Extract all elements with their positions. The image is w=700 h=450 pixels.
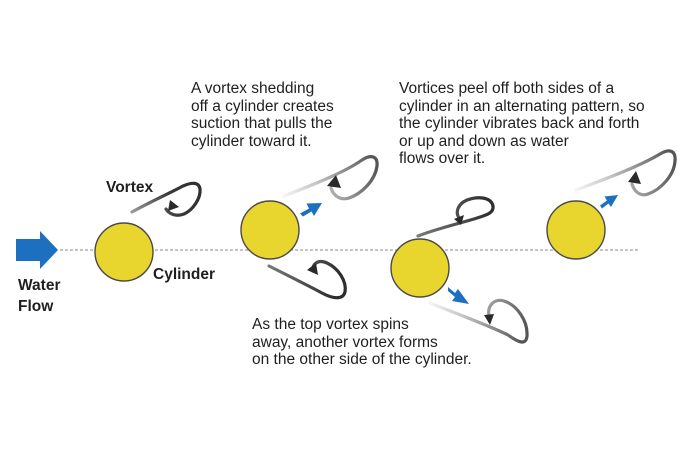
cylinder-3 [390, 238, 450, 298]
vortex-spiral-icon [267, 259, 347, 300]
pull-arrow-icon [448, 287, 469, 304]
cylinder-4 [546, 200, 606, 260]
pull-arrow-icon [300, 203, 322, 217]
vortex-spiral-icon [282, 155, 379, 201]
cylinder-2 [240, 200, 300, 260]
vortex-rotation-arrowhead-icon [484, 314, 494, 325]
caption-spins-away: As the top vortex spins away, another vo… [252, 316, 472, 368]
vortex-rotation-arrowhead-icon [454, 215, 464, 225]
water-flow-arrow-icon [16, 231, 58, 269]
vortex-spiral-icon [574, 149, 677, 197]
vortex-spiral-icon [416, 196, 495, 238]
caption-suction: A vortex shedding off a cylinder creates… [191, 80, 334, 150]
vortex-rotation-arrowhead-icon [327, 175, 341, 188]
cylinder-1 [94, 222, 154, 282]
vortex-spiral-icon [130, 181, 202, 217]
caption-alternating-pattern: Vortices peel off both sides of a cylind… [399, 80, 645, 167]
vortex-label: Vortex [106, 179, 154, 196]
vortex-spiral-icon [428, 298, 529, 344]
pull-arrow-icon [600, 195, 618, 209]
vortex-rotation-arrowhead-icon [307, 263, 318, 275]
water-flow-label-line2: Flow [18, 298, 54, 315]
vortex-rotation-arrowhead-icon [628, 171, 641, 184]
water-flow-label-line1: Water [18, 277, 61, 294]
vortex-rotation-arrowhead-icon [168, 200, 179, 211]
cylinder-label: Cylinder [153, 266, 216, 283]
